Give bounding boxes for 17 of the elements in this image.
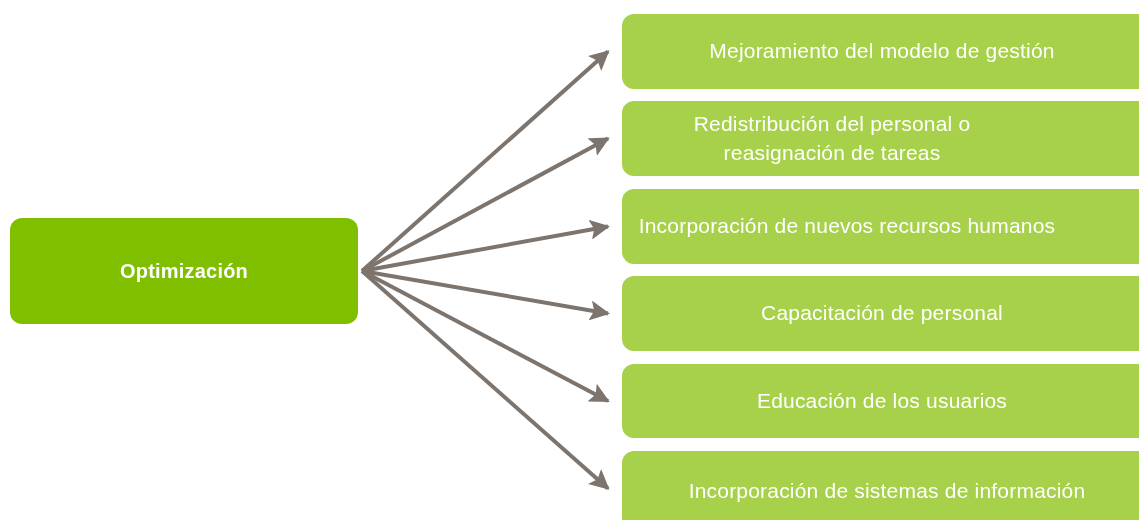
process-box	[622, 14, 1139, 89]
arrow	[360, 269, 610, 490]
process-box	[622, 101, 1139, 176]
process-box	[622, 189, 1139, 264]
box-label: Incorporación de sistemas de información	[688, 478, 1086, 502]
arrow	[361, 136, 610, 273]
box-label: Incorporación de nuevos recursos humanos	[638, 214, 1056, 238]
box-label: Optimización	[120, 259, 248, 282]
main-box	[10, 218, 358, 324]
process-box	[622, 451, 1139, 520]
process-box	[622, 364, 1139, 438]
process-box	[622, 276, 1139, 351]
box-label: Redistribución del personal o reasignación de tareas	[693, 112, 971, 164]
box-label: Educación de los usuarios	[756, 388, 1008, 412]
box-label: Mejoramiento del modelo de gestión	[709, 39, 1055, 63]
box-label: Capacitación de personal	[761, 301, 1003, 325]
arrow	[361, 269, 610, 321]
